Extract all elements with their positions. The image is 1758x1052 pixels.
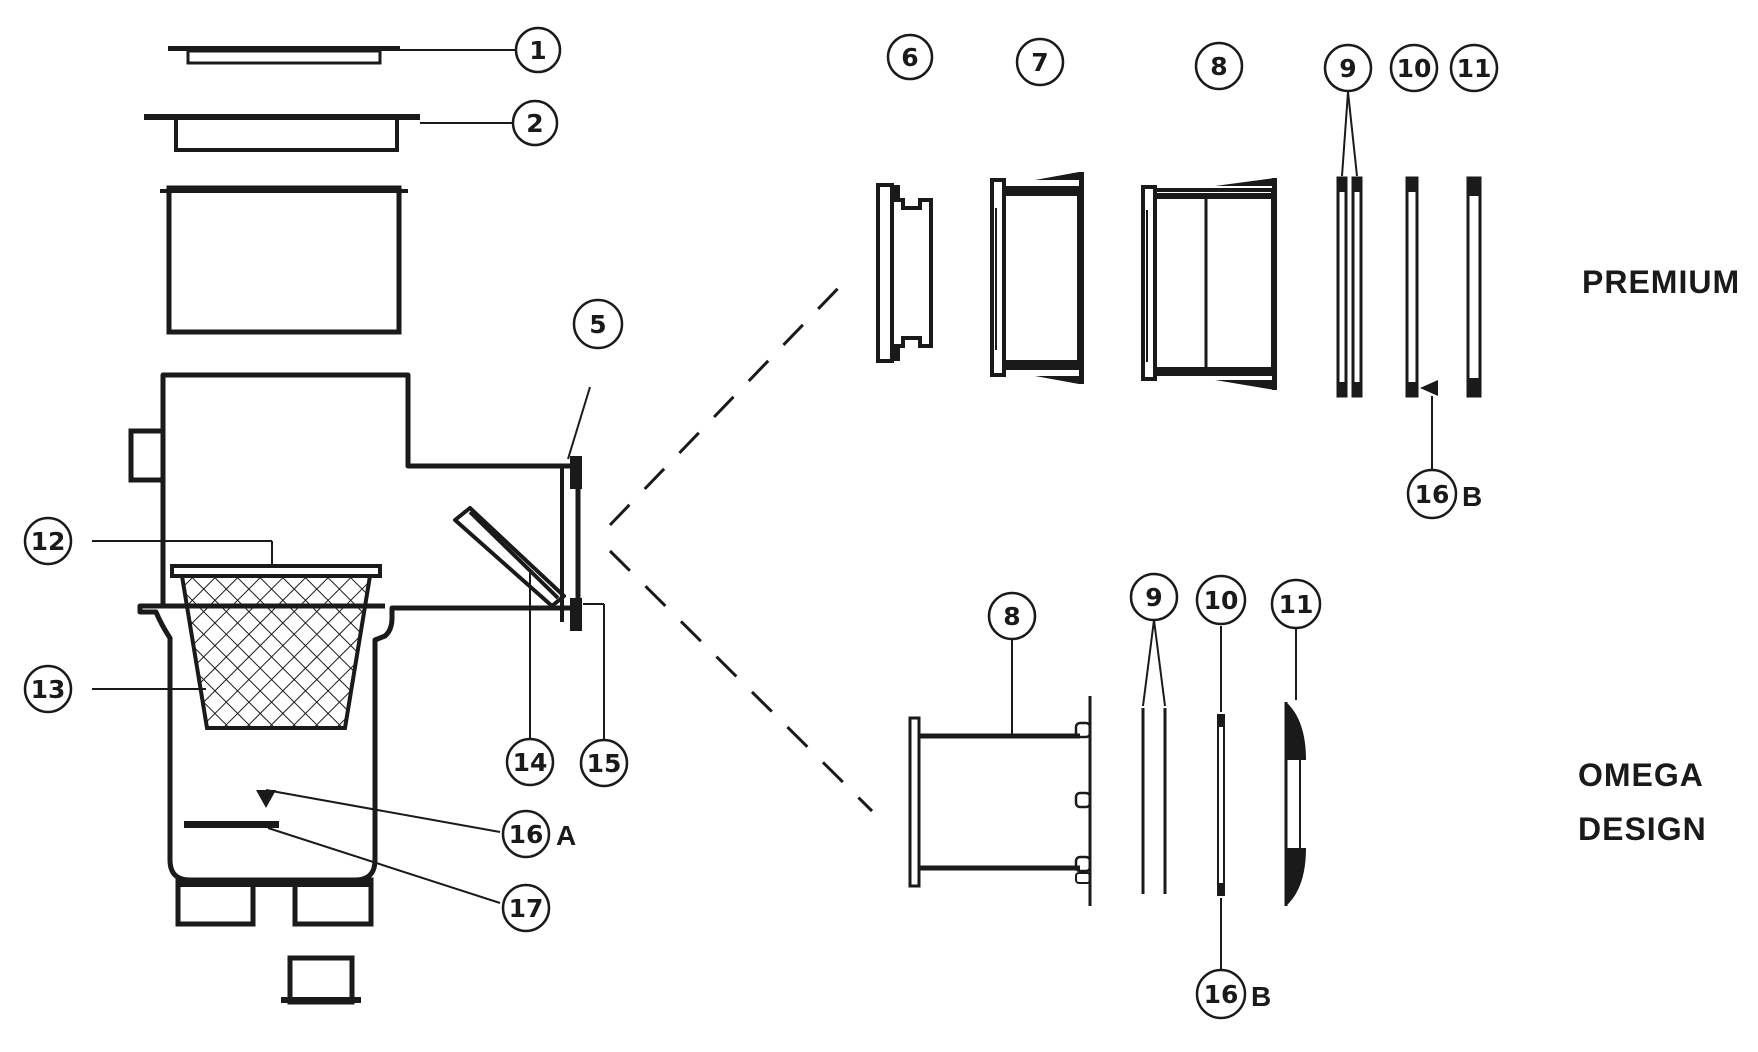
part-float-indicator — [256, 790, 276, 808]
callout-9-label: 9 — [1339, 54, 1356, 83]
callout-10-label: 10 — [1397, 54, 1432, 83]
callout-9-omega: 9 — [1129, 572, 1179, 622]
skimmer-assembly — [128, 46, 582, 1005]
skimmer-body — [128, 372, 582, 1005]
callout-16a: 16 A — [501, 809, 576, 859]
omega-variant: 8 9 10 11 16 B OMEGA DESIGN — [908, 572, 1707, 1020]
premium-part-11 — [1466, 176, 1482, 398]
omega-part-9 — [1141, 708, 1167, 894]
callout-14-label: 14 — [513, 748, 548, 777]
callout-16b-omega-label: 16 — [1204, 980, 1239, 1009]
callout-17-label: 17 — [509, 894, 544, 923]
premium-part-6 — [876, 183, 933, 363]
callout-1: 1 — [514, 26, 562, 74]
omega-part-11 — [1284, 702, 1306, 906]
callout-10-omega: 10 — [1195, 574, 1247, 626]
premium-part-10 — [1405, 176, 1419, 398]
callout-16b-omega: 16 B — [1195, 968, 1271, 1020]
callout-13-label: 13 — [31, 675, 66, 704]
explosion-dashes — [608, 276, 874, 813]
callout-14: 14 — [505, 737, 555, 787]
callout-15: 15 — [579, 738, 629, 788]
callout-17: 17 — [501, 883, 551, 933]
callout-7: 7 — [1015, 37, 1065, 87]
callout-7-label: 7 — [1031, 48, 1048, 77]
premium-variant: 6 7 8 9 10 11 16 B PREMIUM — [876, 33, 1740, 520]
callout-16a-label: 16 — [509, 820, 544, 849]
callout-16a-suffix: A — [556, 820, 576, 851]
callout-5: 5 — [572, 298, 624, 350]
callout-12-label: 12 — [31, 527, 66, 556]
part-float-bar — [184, 821, 279, 828]
callout-16b-premium-suffix: B — [1462, 481, 1482, 512]
callout-9-omega-label: 9 — [1145, 583, 1162, 612]
callout-16b-omega-suffix: B — [1251, 981, 1271, 1012]
callout-6: 6 — [886, 33, 934, 81]
omega-leaders — [1011, 619, 1297, 970]
callout-8-omega: 8 — [987, 591, 1037, 641]
premium-part-8 — [1141, 178, 1277, 390]
part-lid — [168, 46, 400, 65]
variant-label-omega-line1: OMEGA — [1578, 757, 1704, 793]
callout-13: 13 — [23, 664, 73, 714]
callout-6-label: 6 — [901, 43, 918, 72]
callout-11: 11 — [1449, 43, 1499, 93]
leader-lines-left — [92, 49, 605, 904]
callout-8-label: 8 — [1210, 52, 1227, 81]
premium-leaders — [1341, 91, 1358, 177]
premium-part-9 — [1336, 176, 1363, 398]
callout-10: 10 — [1389, 43, 1439, 93]
omega-part-10 — [1217, 714, 1225, 896]
variant-label-premium: PREMIUM — [1582, 264, 1740, 300]
callout-9: 9 — [1323, 43, 1373, 93]
callout-8-omega-label: 8 — [1003, 602, 1020, 631]
callout-12: 12 — [23, 516, 73, 566]
variant-label-omega-line2: DESIGN — [1578, 811, 1707, 847]
callout-11-omega-label: 11 — [1279, 590, 1314, 619]
premium-part-16b-marker — [1420, 380, 1438, 396]
callout-8: 8 — [1194, 41, 1244, 91]
callout-16b-premium: 16 B — [1406, 468, 1482, 520]
callout-11-label: 11 — [1457, 54, 1492, 83]
callout-16b-premium-label: 16 — [1415, 480, 1450, 509]
callout-2-label: 2 — [526, 109, 543, 138]
part-extension-collar — [160, 185, 408, 335]
callout-15-label: 15 — [587, 749, 622, 778]
callout-10-omega-label: 10 — [1204, 586, 1239, 615]
part-plug — [281, 955, 361, 1005]
callout-5-label: 5 — [589, 310, 606, 339]
callout-1-label: 1 — [529, 36, 546, 65]
callout-11-omega: 11 — [1270, 578, 1322, 630]
part-weir-flap — [453, 506, 566, 608]
premium-part-7 — [990, 172, 1084, 384]
part-frame — [144, 114, 420, 152]
omega-part-8 — [908, 696, 1092, 906]
callout-2: 2 — [511, 99, 559, 147]
part-basket — [170, 564, 382, 730]
